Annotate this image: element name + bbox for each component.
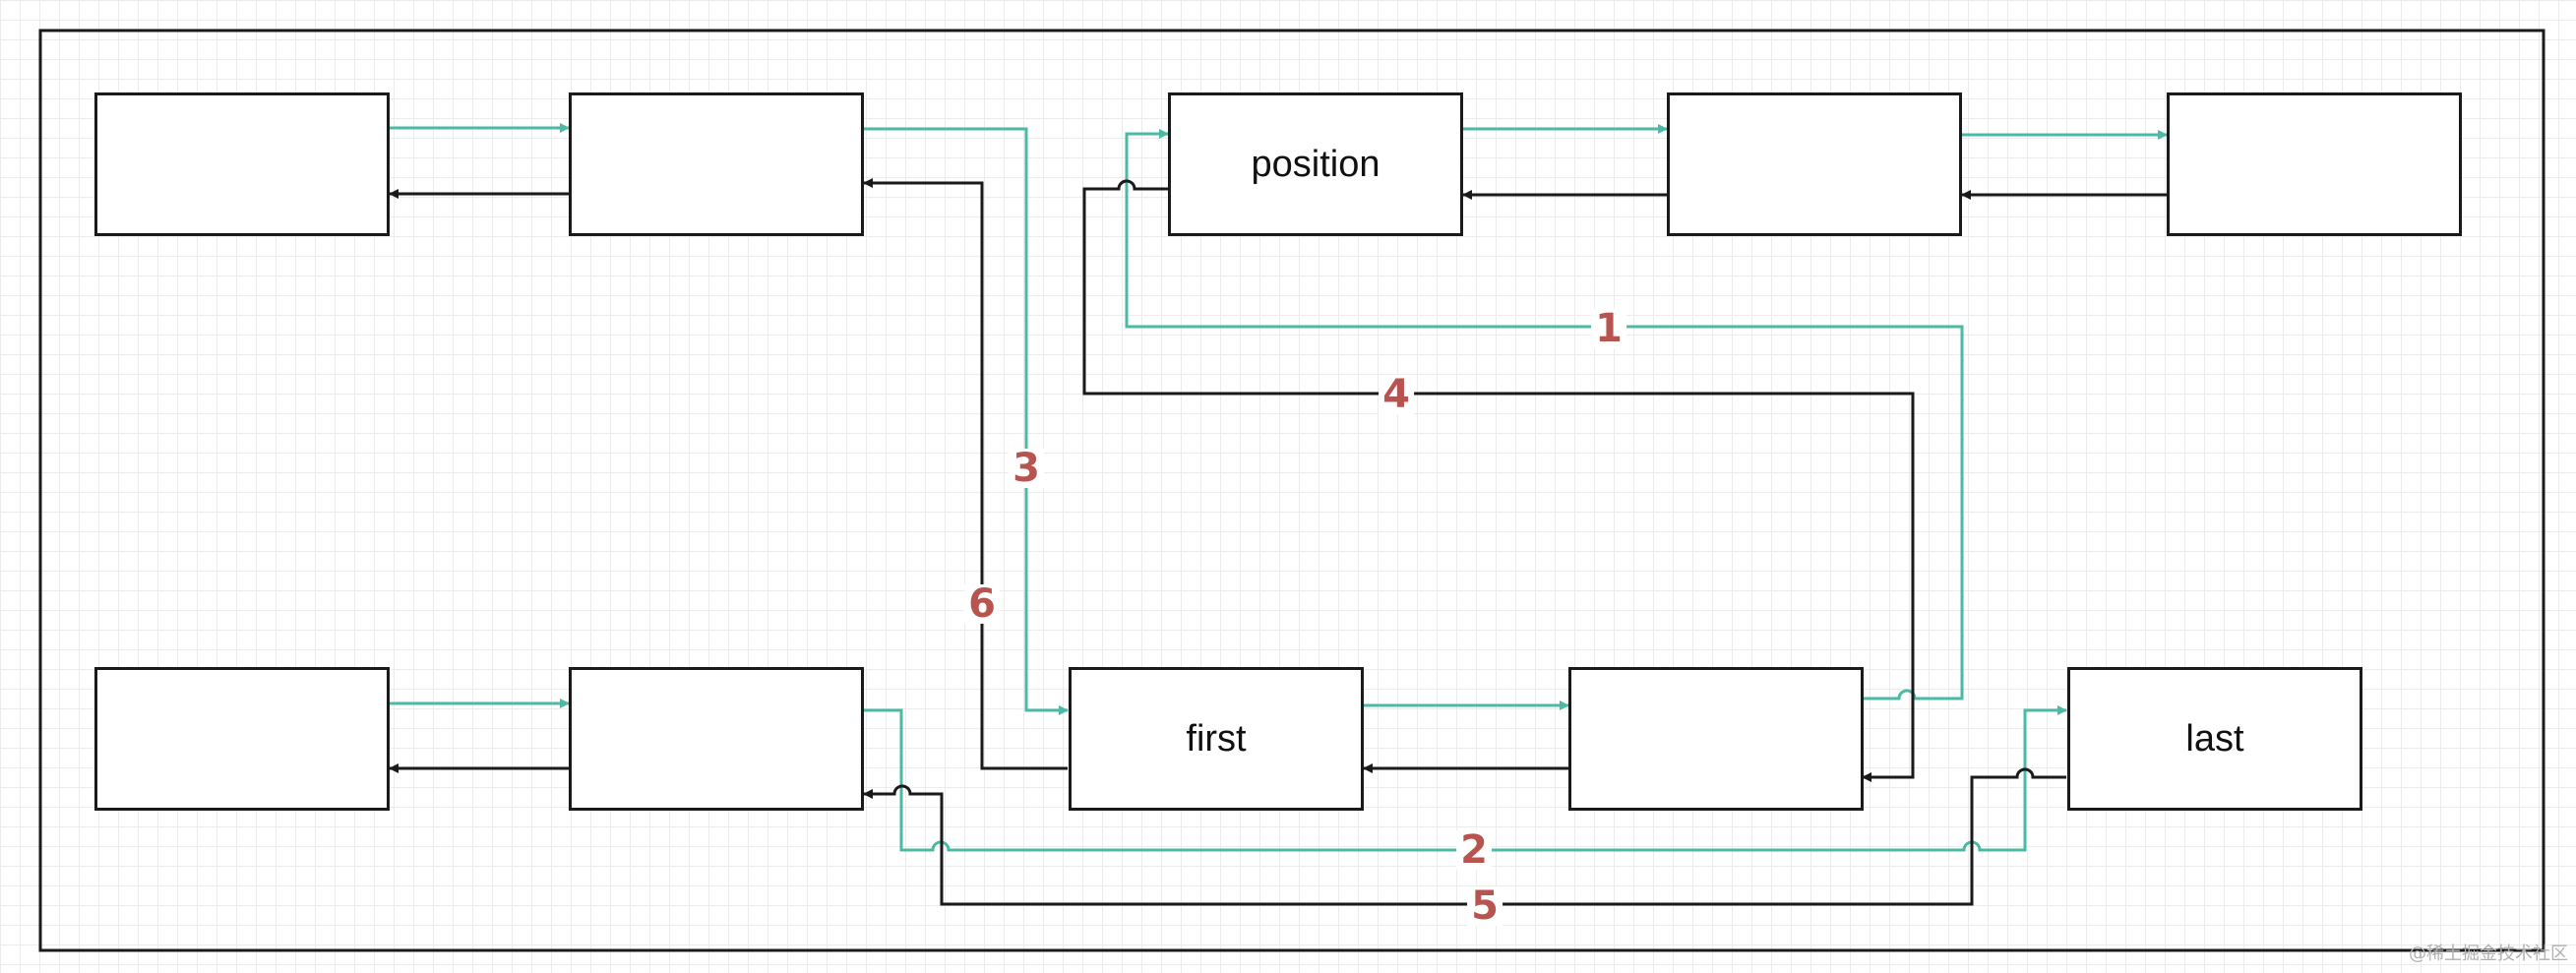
step-label-2: 2: [1456, 830, 1492, 870]
link-step-6: [863, 178, 1068, 770]
link-step-4: [1082, 179, 1915, 782]
link-step-3: [864, 127, 1069, 715]
node-top-1: [94, 92, 390, 236]
node-top-5: [2167, 92, 2462, 236]
link-step-2: [864, 705, 2067, 852]
step-label-6: 6: [964, 584, 1000, 624]
step-label-5: 5: [1467, 886, 1503, 926]
step-label-3: 3: [1009, 449, 1044, 488]
link-step-5: [863, 767, 2066, 906]
node-top-2: [569, 92, 864, 236]
watermark: @稀土掘金技术社区: [2409, 943, 2568, 964]
node-bottom-1: [94, 667, 390, 811]
node-top-4: [1667, 92, 1962, 236]
outer-container: [38, 29, 2545, 952]
node-position: position: [1168, 92, 1463, 236]
link-step-1: [1125, 129, 1964, 700]
node-bottom-4: [1568, 667, 1864, 811]
node-first: first: [1069, 667, 1364, 811]
step-label-4: 4: [1379, 375, 1414, 414]
node-last: last: [2067, 667, 2362, 811]
node-bottom-2: [569, 667, 864, 811]
step-label-1: 1: [1591, 309, 1626, 348]
